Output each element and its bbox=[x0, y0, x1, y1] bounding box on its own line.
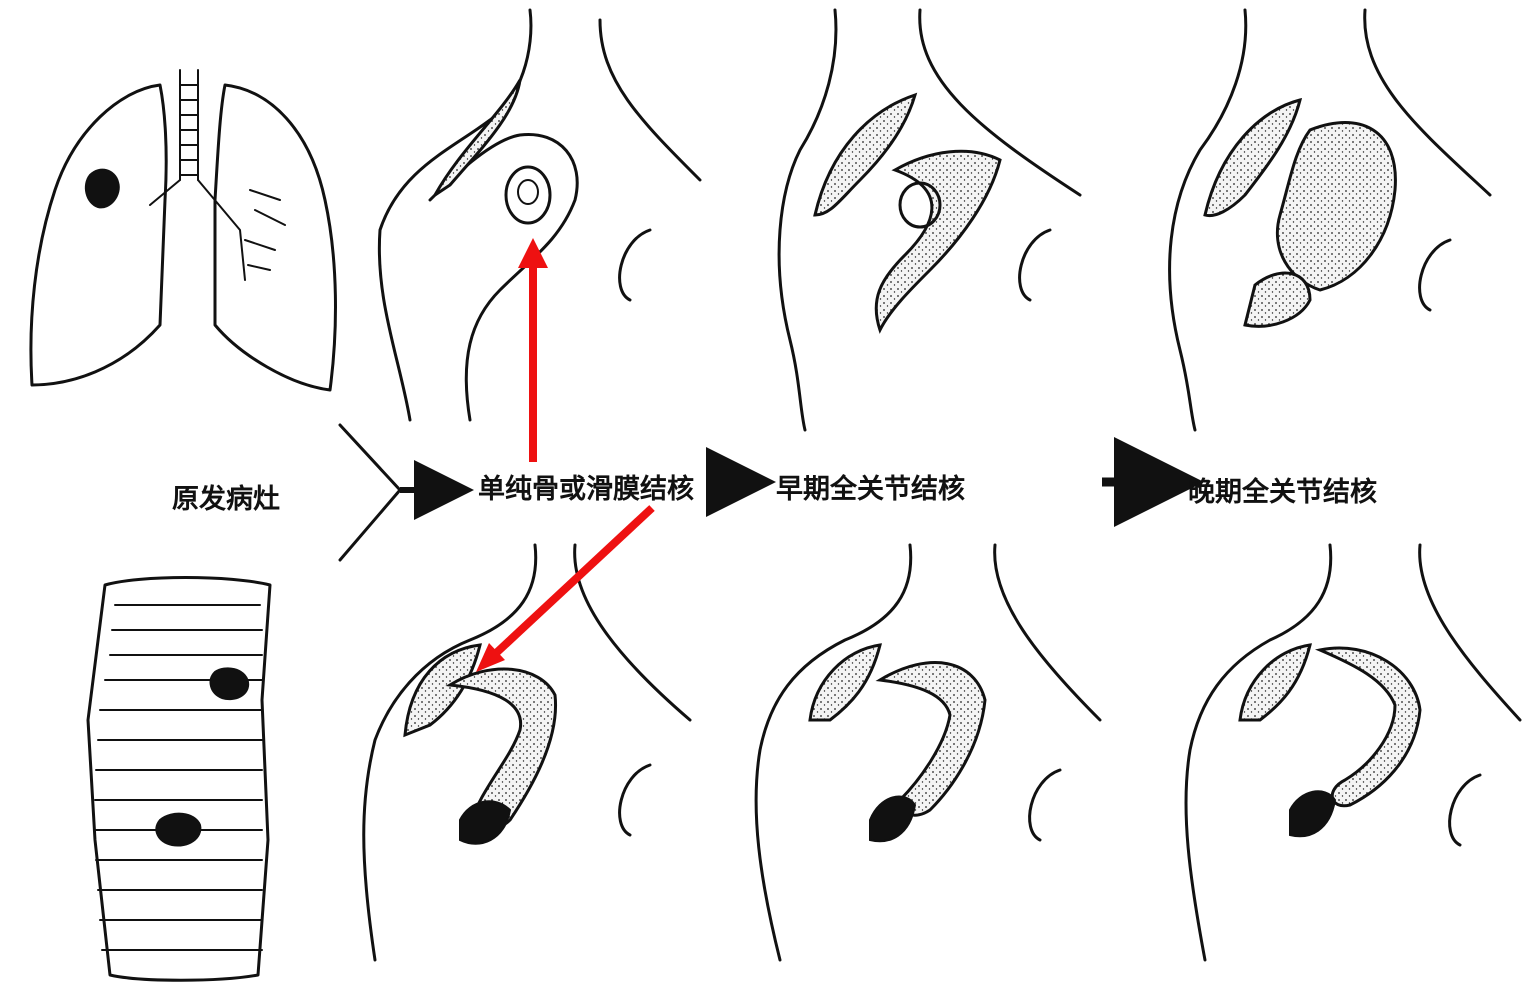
label-primary-lesion: 原发病灶 bbox=[172, 477, 280, 516]
label-simple-bone-synovial-tb: 单纯骨或滑膜结核 bbox=[478, 467, 694, 506]
branching-arrow bbox=[340, 425, 450, 560]
red-arrowhead-up bbox=[518, 238, 548, 268]
intestine-illustration bbox=[88, 578, 270, 981]
hip-joint-bottom-1 bbox=[364, 545, 690, 960]
label-late-joint-tb: 晚期全关节结核 bbox=[1188, 470, 1377, 509]
hip-joint-bottom-3 bbox=[1186, 545, 1520, 960]
hip-joint-top-1 bbox=[379, 10, 700, 420]
red-highlight-arrows bbox=[476, 238, 652, 672]
label-early-joint-tb: 早期全关节结核 bbox=[776, 467, 965, 506]
red-arrow-diagonal bbox=[494, 508, 652, 655]
lungs-illustration bbox=[31, 70, 336, 390]
hip-joint-top-3 bbox=[1170, 10, 1490, 430]
hip-joint-bottom-2 bbox=[756, 545, 1100, 960]
hip-joint-top-2 bbox=[779, 10, 1080, 430]
